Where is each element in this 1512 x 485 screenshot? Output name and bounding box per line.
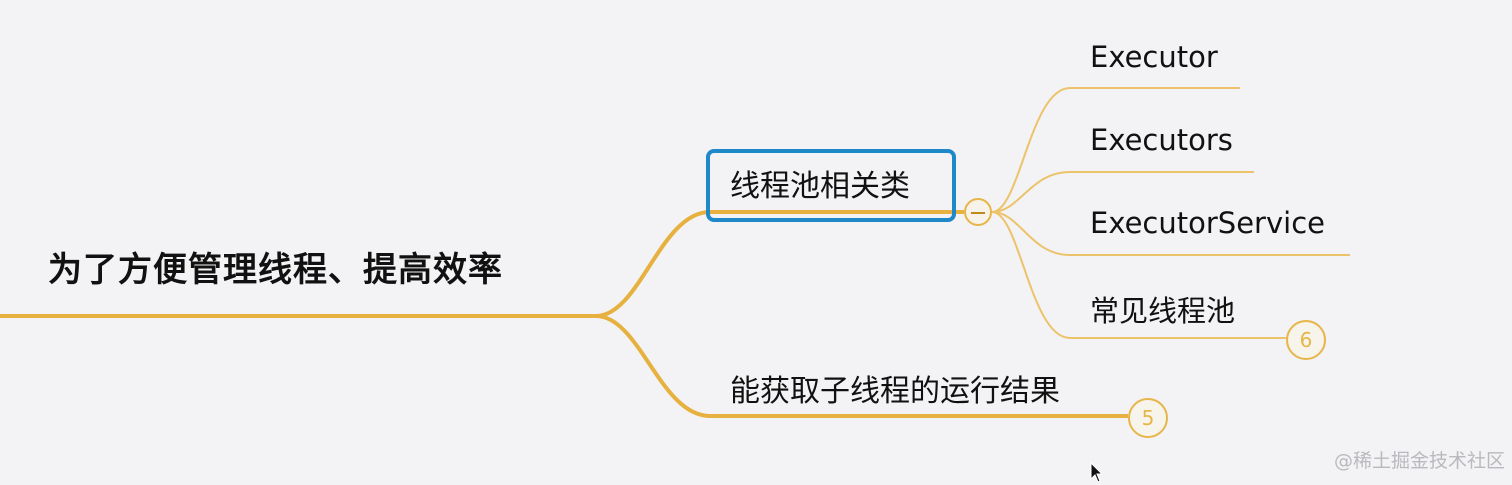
count-badge-common-pools[interactable]: 6 bbox=[1286, 320, 1326, 360]
connector-executorservice bbox=[991, 211, 1350, 256]
connector-root-to-result bbox=[595, 314, 711, 418]
connector-executor bbox=[991, 87, 1240, 213]
node-executorservice[interactable]: ExecutorService bbox=[1090, 206, 1325, 240]
selection-outline bbox=[706, 149, 956, 222]
node-common-thread-pools[interactable]: 常见线程池 bbox=[1090, 294, 1236, 328]
root-node[interactable]: 为了方便管理线程、提高效率 bbox=[48, 250, 503, 290]
node-executors[interactable]: Executors bbox=[1090, 123, 1233, 157]
mouse-cursor-icon bbox=[1090, 462, 1104, 483]
node-thread-pool-classes[interactable]: 线程池相关类 bbox=[730, 169, 910, 204]
watermark: @稀土掘金技术社区 bbox=[1334, 450, 1506, 472]
connector-root-to-thread-pool bbox=[595, 210, 711, 318]
node-get-result[interactable]: 能获取子线程的运行结果 bbox=[730, 374, 1060, 409]
node-executor[interactable]: Executor bbox=[1090, 40, 1218, 74]
connector-common-pools bbox=[991, 211, 1286, 339]
connector-executors bbox=[991, 171, 1254, 213]
collapse-toggle-icon[interactable] bbox=[964, 198, 992, 226]
count-badge-get-result[interactable]: 5 bbox=[1128, 398, 1168, 438]
